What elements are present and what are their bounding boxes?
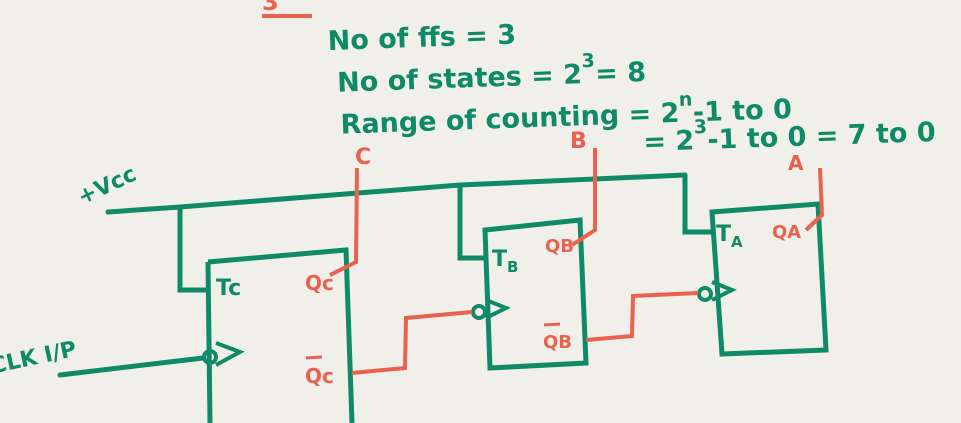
output-c-label: C — [355, 145, 371, 170]
ff-b-clock-bubble — [471, 304, 487, 320]
ff-a-clock-bubble — [697, 286, 713, 302]
ff-b-q-output-wire — [570, 148, 597, 247]
heading-fragment: 3 — [262, 0, 279, 16]
ff-b-box — [482, 217, 589, 371]
flip-flop-b: TB QB QB — [471, 217, 589, 371]
ff-b-qbar-to-ff-a-clock-wire — [585, 291, 699, 342]
vcc-rail — [105, 172, 688, 215]
ff-a-q-label: QA — [772, 222, 801, 243]
ff-b-qbar-overline — [543, 322, 561, 327]
ff-b-q-label: QB — [545, 236, 574, 257]
ff-c-clock-bubble — [202, 349, 218, 365]
output-b-label: B — [570, 129, 587, 154]
ff-c-box — [205, 247, 355, 423]
ff-b-qbar-label: QB — [543, 332, 572, 353]
ff-a-box — [709, 201, 829, 357]
ff-c-clock-triangle — [215, 341, 245, 367]
ff-a-q-output-wire — [804, 167, 825, 232]
ff-c-qbar-overline — [305, 355, 323, 360]
note-line-states: No of states = 23= 8 — [336, 48, 646, 99]
clk-wire — [57, 355, 206, 378]
ff-c-t-label: Tc — [216, 276, 241, 301]
ff-b-t-label: TB — [492, 247, 518, 276]
flip-flop-c: Tc Qc Qc — [202, 247, 355, 423]
vcc-to-tc-wire — [177, 207, 208, 293]
ff-c-q-label: Qc — [305, 271, 334, 295]
notes: No of ffs = 3 No of states = 23= 8 Range… — [327, 20, 936, 159]
ff-a-clock-triangle — [711, 280, 737, 302]
ff-c-qbar-label: Qc — [305, 364, 334, 388]
ff-b-clock-triangle — [485, 298, 511, 320]
ff-c-qbar-to-ff-b-clock-wire — [351, 310, 473, 375]
output-a-label: A — [788, 151, 804, 175]
flip-flop-a: TA QA — [697, 201, 829, 357]
ff-c-q-output-wire — [329, 167, 359, 277]
ff-a-t-label: TA — [716, 222, 743, 251]
vcc-to-tb-wire — [457, 185, 485, 261]
note-line-ffs: No of ffs = 3 — [327, 20, 516, 58]
vcc-to-ta-wire — [682, 175, 712, 235]
vcc-label: +Vcc — [74, 162, 140, 211]
